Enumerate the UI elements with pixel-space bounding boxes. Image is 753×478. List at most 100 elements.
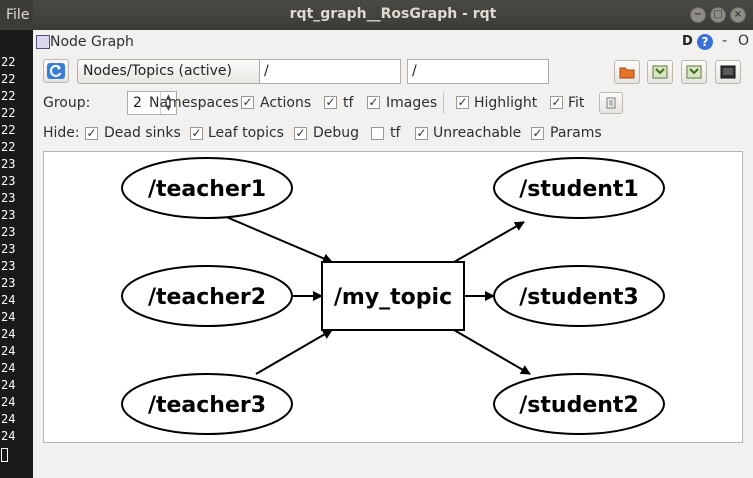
fit-label: Fit bbox=[568, 95, 585, 111]
hide-tf-checkbox[interactable] bbox=[371, 127, 384, 140]
ros-graph: /teacher1 /teacher2 /teacher3 /my_topic … bbox=[121, 157, 665, 435]
node-student3-shape bbox=[493, 265, 665, 327]
terminal-line: 22 bbox=[1, 89, 16, 103]
node-filter-input[interactable]: / bbox=[259, 59, 401, 84]
image-icon bbox=[720, 65, 736, 79]
save-image-button[interactable] bbox=[715, 60, 741, 84]
images-checkbox[interactable]: ✓ bbox=[367, 95, 380, 109]
terminal-line: 23 bbox=[1, 276, 16, 290]
params-checkbox[interactable]: ✓ bbox=[531, 126, 544, 140]
terminal-line: 24 bbox=[1, 395, 16, 409]
tf-checkbox[interactable]: ✓ bbox=[324, 95, 337, 109]
debug-label: Debug bbox=[313, 125, 360, 141]
group-spinbox[interactable]: 2 ▲▼ bbox=[127, 91, 177, 115]
dock-d-button[interactable]: D bbox=[682, 34, 693, 49]
highlight-label: Highlight bbox=[474, 95, 538, 111]
node-student1[interactable]: /student1 bbox=[493, 157, 665, 219]
node-teacher2-shape bbox=[121, 265, 293, 327]
tf-label: tf bbox=[343, 95, 354, 111]
edge-teacher3-topic bbox=[255, 329, 333, 375]
refresh-icon bbox=[47, 63, 65, 79]
terminal-line: 24 bbox=[1, 327, 16, 341]
terminal-line: 22 bbox=[1, 106, 16, 120]
group-value: 2 bbox=[133, 95, 142, 111]
dead-sinks-checkbox[interactable]: ✓ bbox=[85, 126, 98, 140]
node-teacher3-shape bbox=[121, 373, 293, 435]
folder-icon bbox=[619, 67, 635, 79]
save-dot-button[interactable] bbox=[647, 60, 673, 84]
terminal-line: 22 bbox=[1, 55, 16, 69]
namespaces-label: Namespaces bbox=[149, 95, 239, 111]
topic-filter-input[interactable]: / bbox=[407, 59, 549, 84]
unreachable-checkbox[interactable]: ✓ bbox=[415, 126, 428, 140]
node-student2-label: /student2 bbox=[519, 393, 638, 418]
dock-close-button[interactable]: O bbox=[738, 33, 750, 49]
node-teacher1-shape bbox=[121, 157, 293, 219]
terminal-line: 24 bbox=[1, 361, 16, 375]
node-student2-shape bbox=[493, 373, 665, 435]
save-svg-icon bbox=[686, 65, 702, 79]
help-icon[interactable]: ? bbox=[697, 34, 713, 50]
actions-checkbox[interactable]: ✓ bbox=[241, 95, 254, 109]
node-teacher1-label: /teacher1 bbox=[148, 177, 266, 202]
node-student3-label: /student3 bbox=[519, 285, 638, 310]
node-teacher3[interactable]: /teacher3 bbox=[121, 373, 293, 435]
save-dot-icon bbox=[652, 65, 668, 79]
leaf-topics-checkbox[interactable]: ✓ bbox=[190, 126, 203, 140]
terminal-line: 23 bbox=[1, 242, 16, 256]
window-titlebar[interactable]: rqt_graph__RosGraph - rqt − □ × bbox=[33, 0, 753, 30]
edge-topic-student1 bbox=[453, 221, 525, 263]
graph-mode-value: Nodes/Topics (active) bbox=[83, 63, 232, 79]
node-student3[interactable]: /student3 bbox=[493, 265, 665, 327]
terminal-line: 24 bbox=[1, 344, 16, 358]
node-teacher1[interactable]: /teacher1 bbox=[121, 157, 293, 219]
terminal-line: 24 bbox=[1, 293, 16, 307]
rqt-window: rqt_graph__RosGraph - rqt − □ × Node Gra… bbox=[33, 0, 753, 478]
terminal-line: 24 bbox=[1, 378, 16, 392]
node-student1-shape bbox=[493, 157, 665, 219]
hide-label: Hide: bbox=[43, 125, 80, 141]
node-student2[interactable]: /student2 bbox=[493, 373, 665, 435]
unreachable-label: Unreachable bbox=[433, 125, 522, 141]
refresh-button[interactable] bbox=[43, 59, 69, 83]
fit-in-view-button[interactable] bbox=[599, 92, 623, 114]
debug-checkbox[interactable]: ✓ bbox=[294, 126, 307, 140]
window-close-button[interactable]: × bbox=[730, 7, 746, 23]
edge-topic-student2 bbox=[453, 329, 531, 375]
fit-checkbox[interactable]: ✓ bbox=[550, 95, 563, 109]
spin-arrows-icon[interactable]: ▲▼ bbox=[160, 92, 176, 114]
dock-title: Node Graph bbox=[50, 34, 134, 50]
close-icon: × bbox=[733, 9, 743, 20]
terminal-line: 23 bbox=[1, 157, 16, 171]
plugin-icon bbox=[36, 35, 50, 49]
dock-titlebar bbox=[33, 30, 753, 55]
window-maximize-button[interactable]: □ bbox=[710, 7, 726, 23]
window-minimize-button[interactable]: − bbox=[690, 7, 706, 23]
hide-tf-label: tf bbox=[390, 125, 401, 141]
topic-my-topic-shape bbox=[321, 261, 465, 331]
graph-canvas[interactable]: /teacher1 /teacher2 /teacher3 /my_topic … bbox=[43, 151, 743, 443]
terminal-line: 23 bbox=[1, 174, 16, 188]
graph-mode-select[interactable]: Nodes/Topics (active) ▼ bbox=[77, 59, 285, 84]
highlight-checkbox[interactable]: ✓ bbox=[456, 95, 469, 109]
dead-sinks-label: Dead sinks bbox=[104, 125, 181, 141]
dock-minimize-button[interactable]: - bbox=[722, 33, 728, 49]
zoom-fit-icon bbox=[606, 97, 616, 109]
terminal-line: 22 bbox=[1, 123, 16, 137]
minimize-icon: − bbox=[693, 9, 703, 20]
maximize-icon: □ bbox=[713, 9, 723, 20]
terminal-line: 24 bbox=[1, 412, 16, 426]
edge-teacher1-topic bbox=[223, 215, 333, 264]
terminal-line: 22 bbox=[1, 72, 16, 86]
terminal-line: 23 bbox=[1, 191, 16, 205]
save-svg-button[interactable] bbox=[681, 60, 707, 84]
background-file-menu[interactable]: File bbox=[6, 7, 30, 23]
terminal-line: 24 bbox=[1, 310, 16, 324]
terminal-line: 23 bbox=[1, 259, 16, 273]
actions-label: Actions bbox=[260, 95, 312, 111]
topic-my-topic[interactable]: /my_topic bbox=[321, 261, 465, 331]
window-title: rqt_graph__RosGraph - rqt bbox=[289, 6, 497, 22]
node-teacher2[interactable]: /teacher2 bbox=[121, 265, 293, 327]
load-dot-button[interactable] bbox=[614, 60, 640, 84]
